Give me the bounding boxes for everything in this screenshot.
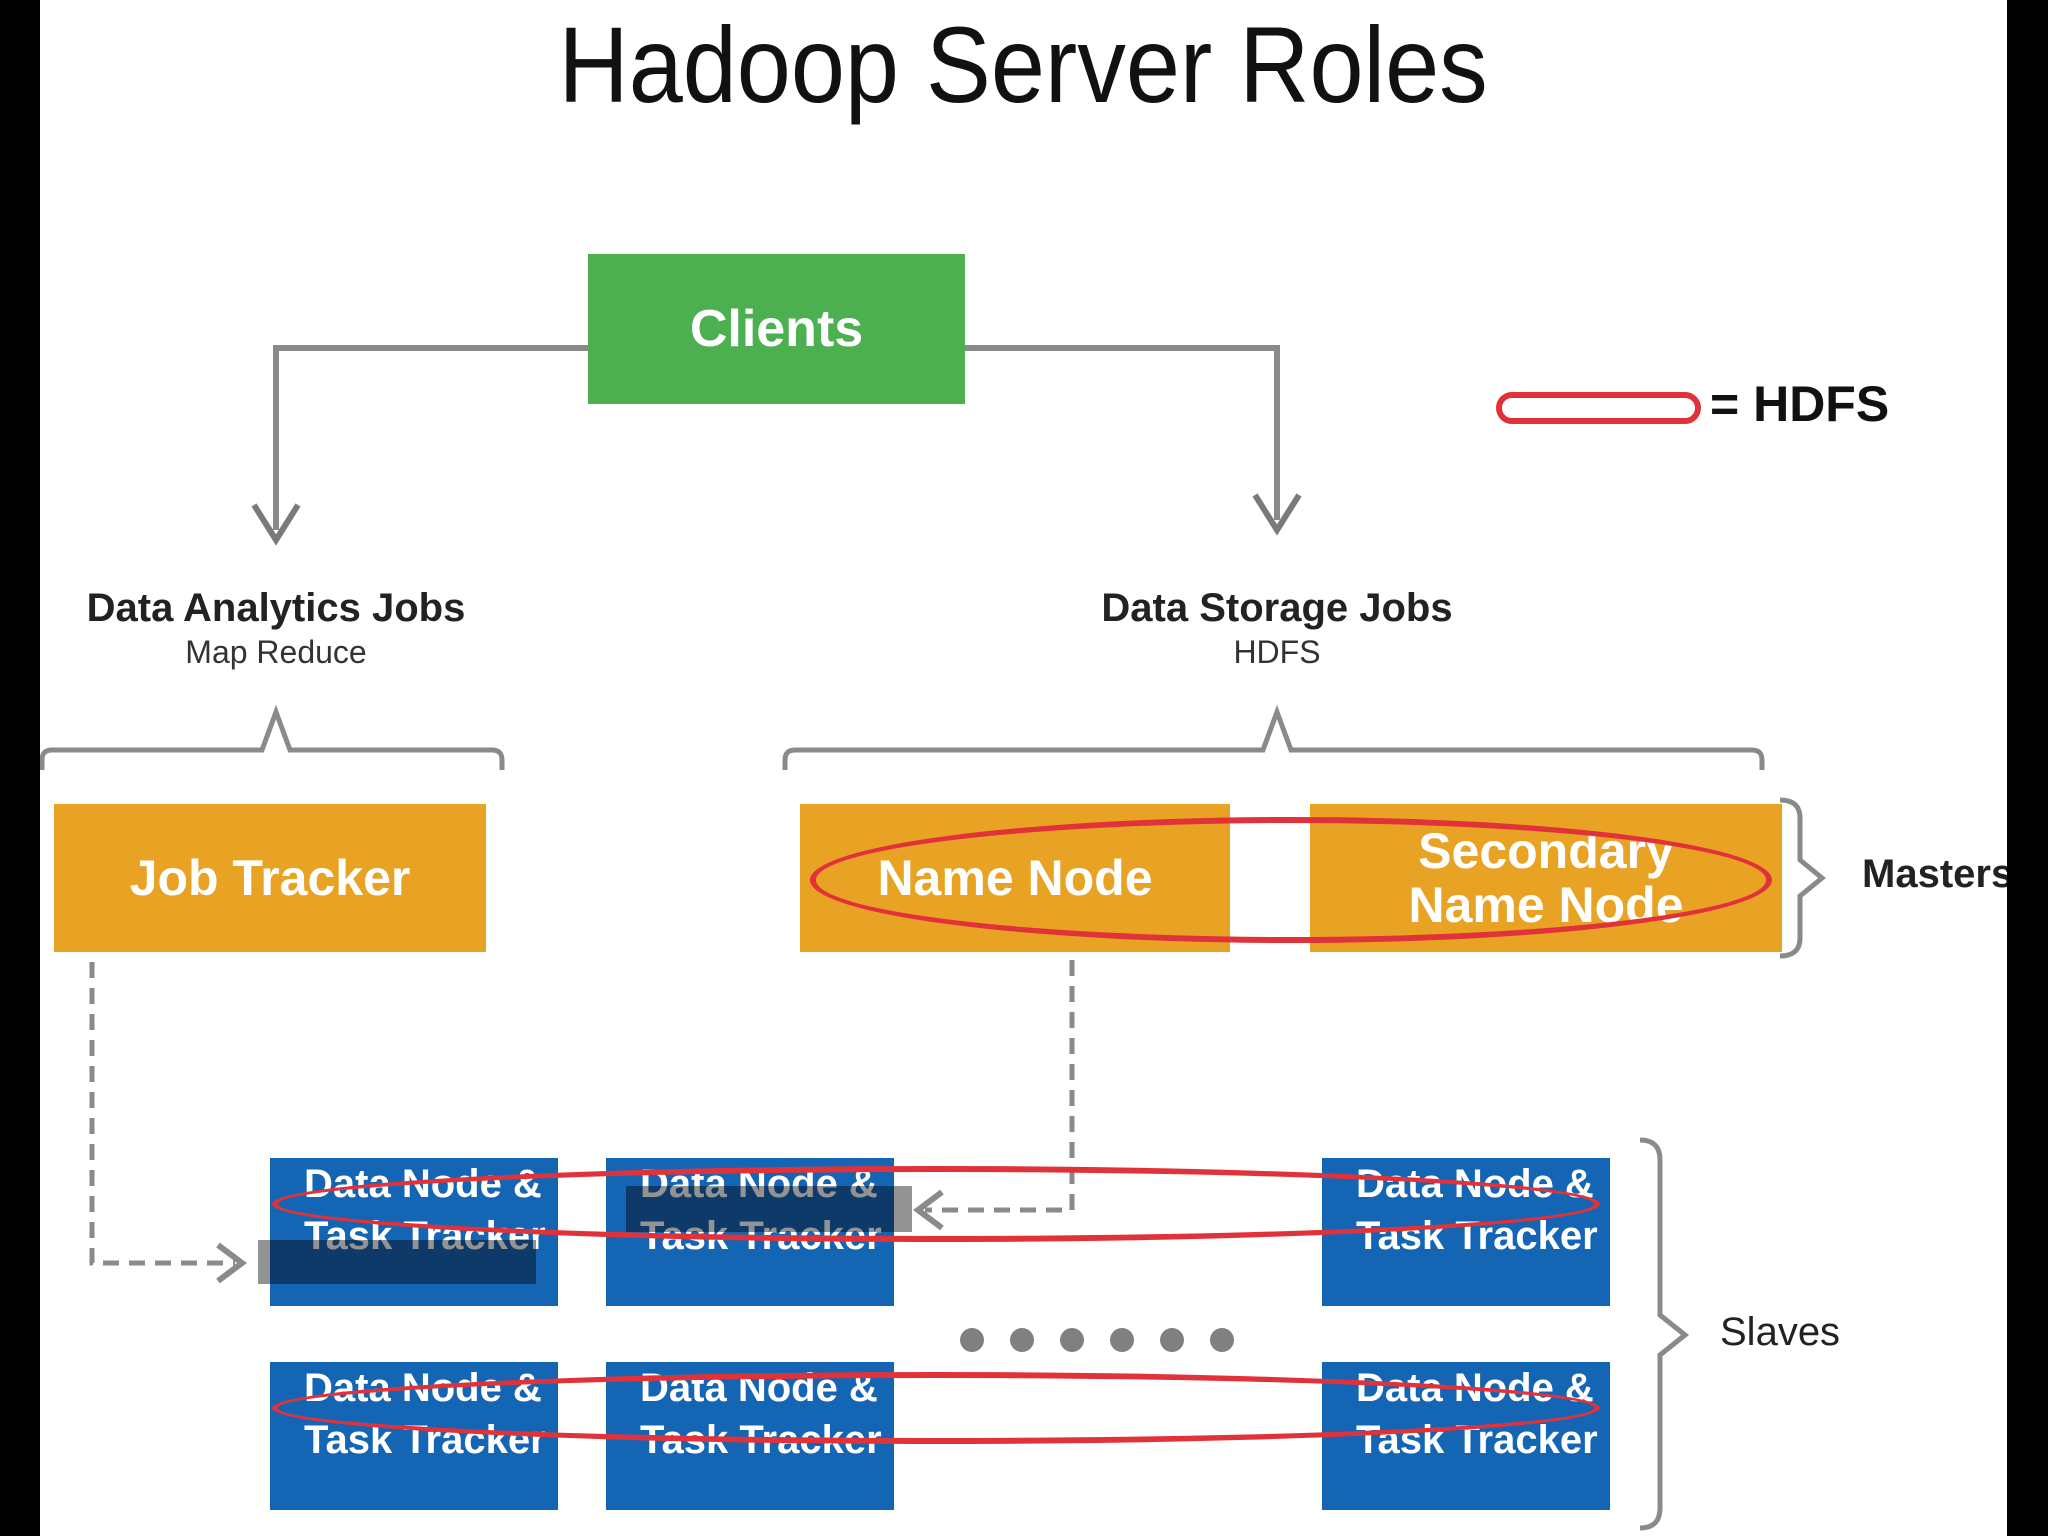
ellipsis-dot bbox=[1060, 1328, 1084, 1352]
slaves-label: Slaves bbox=[1720, 1310, 1841, 1354]
job-tracker-link-arrowhead bbox=[216, 1242, 247, 1284]
legend-hdfs-label: = HDFS bbox=[1710, 376, 1890, 432]
hdfs-outline-masters bbox=[810, 817, 1772, 943]
clients-to-storage-line bbox=[965, 345, 1280, 520]
task-tracker-highlight bbox=[258, 1240, 536, 1284]
ellipsis-dot bbox=[1010, 1328, 1034, 1352]
hdfs-outline-slaves-row-2 bbox=[272, 1372, 1600, 1444]
hdfs-outline-slaves-row-1 bbox=[272, 1166, 1600, 1242]
masters-label: Masters bbox=[1862, 852, 2007, 896]
storage-subtitle: HDFS bbox=[1233, 634, 1321, 670]
ellipsis-dot bbox=[1160, 1328, 1184, 1352]
diagram-title: Hadoop Server Roles bbox=[558, 4, 1488, 125]
ellipsis-dot bbox=[1210, 1328, 1234, 1352]
masters-brace bbox=[1779, 797, 1826, 959]
slaves-brace bbox=[1639, 1137, 1690, 1531]
diagram-canvas: Hadoop Server Roles = HDFS Clients Data … bbox=[40, 0, 2007, 1536]
analytics-arrowhead bbox=[251, 503, 301, 546]
analytics-subtitle: Map Reduce bbox=[185, 634, 367, 670]
job-tracker-box: Job Tracker bbox=[54, 804, 486, 952]
storage-caption: Data Storage Jobs HDFS bbox=[1057, 584, 1497, 672]
legend-hdfs-swatch bbox=[1496, 392, 1701, 424]
clients-to-analytics-line bbox=[273, 345, 588, 530]
ellipsis-dot bbox=[1110, 1328, 1134, 1352]
ellipsis-dot bbox=[960, 1328, 984, 1352]
analytics-caption: Data Analytics Jobs Map Reduce bbox=[56, 584, 496, 672]
clients-box: Clients bbox=[588, 254, 965, 404]
job-tracker-to-task-tracker-line bbox=[89, 962, 235, 1266]
storage-title: Data Storage Jobs bbox=[1101, 586, 1453, 630]
storage-arrowhead bbox=[1252, 493, 1302, 536]
storage-brace bbox=[782, 704, 1765, 770]
analytics-title: Data Analytics Jobs bbox=[86, 586, 466, 630]
analytics-brace bbox=[40, 704, 505, 770]
